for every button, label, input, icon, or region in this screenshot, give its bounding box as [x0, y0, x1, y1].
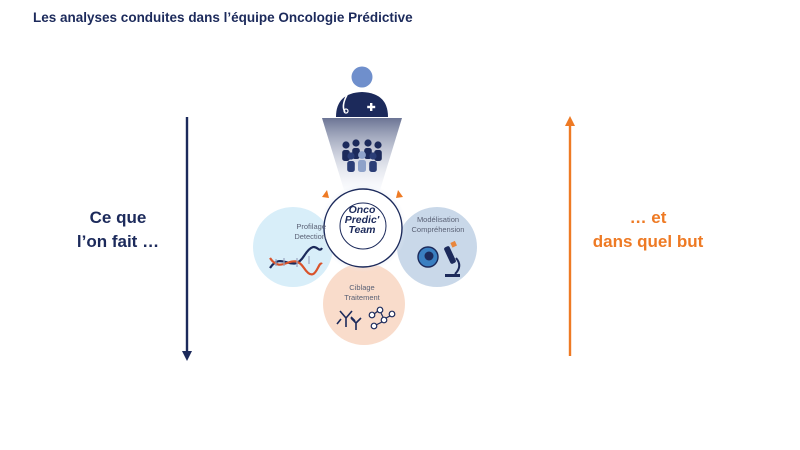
- logo-line3: Team: [348, 224, 376, 236]
- ciblage-circle: [323, 263, 405, 345]
- onco-predic-team-logo: Onco Predic' Team: [332, 204, 392, 236]
- antibody-icon: [336, 310, 362, 330]
- modelisation-label-line2: Compréhension: [411, 225, 465, 234]
- page-title: Les analyses conduites dans l’équipe Onc…: [33, 10, 413, 25]
- microscope-icon: [444, 240, 461, 277]
- team-group-icon: [342, 139, 382, 172]
- ciblage-label-line2: Traitement: [344, 293, 380, 302]
- ciblage-label-line1: Ciblage: [349, 283, 375, 292]
- profilage-circle: [253, 207, 333, 287]
- profilage-label-line2: Detection: [294, 232, 326, 241]
- center-circle: [323, 188, 403, 268]
- logo-line1: Onco: [348, 204, 376, 216]
- orange-marker-right: [396, 190, 403, 198]
- orange-marker-left: [322, 190, 329, 198]
- molecule-icon: [368, 306, 396, 330]
- onco-diagram: [253, 66, 477, 345]
- down-arrow: [182, 117, 192, 361]
- profilage-label: Profilage Detection: [262, 222, 326, 242]
- modelisation-label: Modélisation Compréhension: [396, 215, 480, 235]
- cell-icon: [417, 246, 439, 268]
- up-arrow: [565, 116, 575, 356]
- right-caption-line1: … et: [629, 208, 667, 227]
- logo-line2: Predic': [344, 214, 380, 226]
- profilage-label-line1: Profilage: [296, 222, 326, 231]
- left-caption: Ce que l’on fait …: [58, 206, 178, 254]
- modelisation-label-line1: Modélisation: [416, 215, 460, 224]
- modelisation-circle: [397, 207, 477, 287]
- right-caption-line2: dans quel but: [592, 232, 704, 251]
- doctor-icon: [336, 66, 388, 117]
- left-caption-line2: l’on fait …: [76, 232, 160, 251]
- left-caption-line1: Ce que: [89, 208, 147, 227]
- ciblage-label: Ciblage Traitement: [330, 283, 394, 303]
- logo-ring: [339, 202, 387, 250]
- dna-icon: [269, 245, 323, 276]
- right-caption: … et dans quel but: [588, 206, 708, 254]
